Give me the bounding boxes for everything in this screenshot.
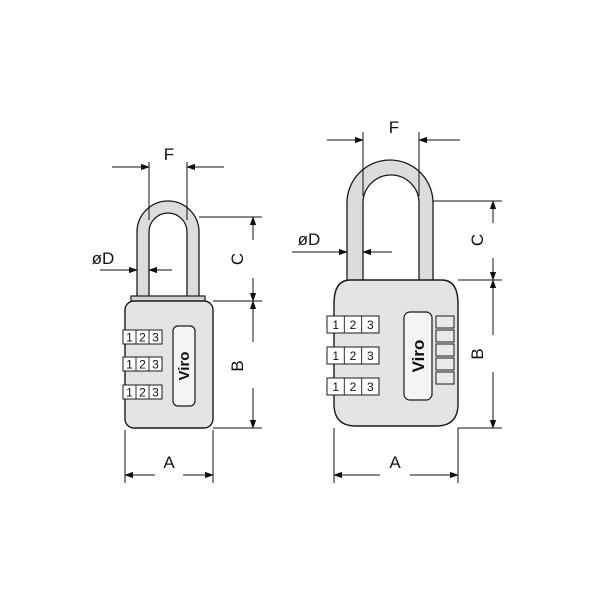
dial-digit: 1 (126, 331, 133, 345)
dial-digit: 3 (367, 318, 374, 332)
large-padlock-dials: 1 2 3 1 2 3 1 2 3 (326, 315, 380, 396)
dial-digit: 1 (332, 380, 339, 394)
dial-row: 1 2 3 (326, 346, 380, 365)
dial-row: 1 2 3 (326, 377, 380, 396)
dimension-b-label: B (228, 360, 247, 371)
dial-digit: 3 (152, 331, 159, 345)
large-padlock-ridges (435, 315, 455, 385)
dial-digit: 2 (139, 331, 146, 345)
small-padlock-dials: 1 2 3 1 2 3 1 2 3 (122, 329, 163, 400)
dial-digit: 2 (139, 358, 146, 372)
dimension-f-label: F (389, 118, 399, 137)
dial-row: 1 2 3 (122, 329, 163, 345)
dial-row: 1 2 3 (326, 315, 380, 334)
dial-digit: 3 (152, 386, 159, 400)
dimension-a-label: A (389, 453, 401, 472)
dial-row: 1 2 3 (122, 356, 163, 372)
dimension-b-label: B (468, 348, 487, 359)
large-padlock-brand: Viro (409, 340, 428, 373)
dimension-f-label: F (164, 145, 174, 164)
dial-row: 1 2 3 (122, 384, 163, 400)
large-padlock-brand-panel (403, 311, 433, 401)
dial-digit: 3 (367, 349, 374, 363)
dial-digit: 1 (332, 318, 339, 332)
dimension-a-label: A (163, 453, 175, 472)
dial-digit: 2 (139, 386, 146, 400)
dimension-c-label: C (468, 234, 487, 246)
large-padlock-shackle (346, 159, 434, 286)
dimension-c-label: C (228, 253, 247, 265)
dial-digit: 1 (126, 358, 133, 372)
dial-digit: 3 (367, 380, 374, 394)
dial-digit: 2 (350, 318, 357, 332)
dial-digit: 2 (350, 349, 357, 363)
dial-digit: 3 (152, 358, 159, 372)
small-padlock: 1 2 3 1 2 3 1 2 3 Viro (92, 145, 262, 483)
dial-digit: 1 (126, 386, 133, 400)
dimension-d-label: øD (298, 230, 321, 249)
dial-digit: 1 (332, 349, 339, 363)
small-padlock-brand: Viro (176, 352, 193, 381)
large-padlock: 1 2 3 1 2 3 1 2 3 Viro (292, 118, 502, 483)
dial-digit: 2 (350, 380, 357, 394)
small-padlock-shackle (136, 200, 200, 301)
dimension-d-label: øD (92, 249, 115, 268)
small-padlock-brand-panel (172, 325, 196, 407)
